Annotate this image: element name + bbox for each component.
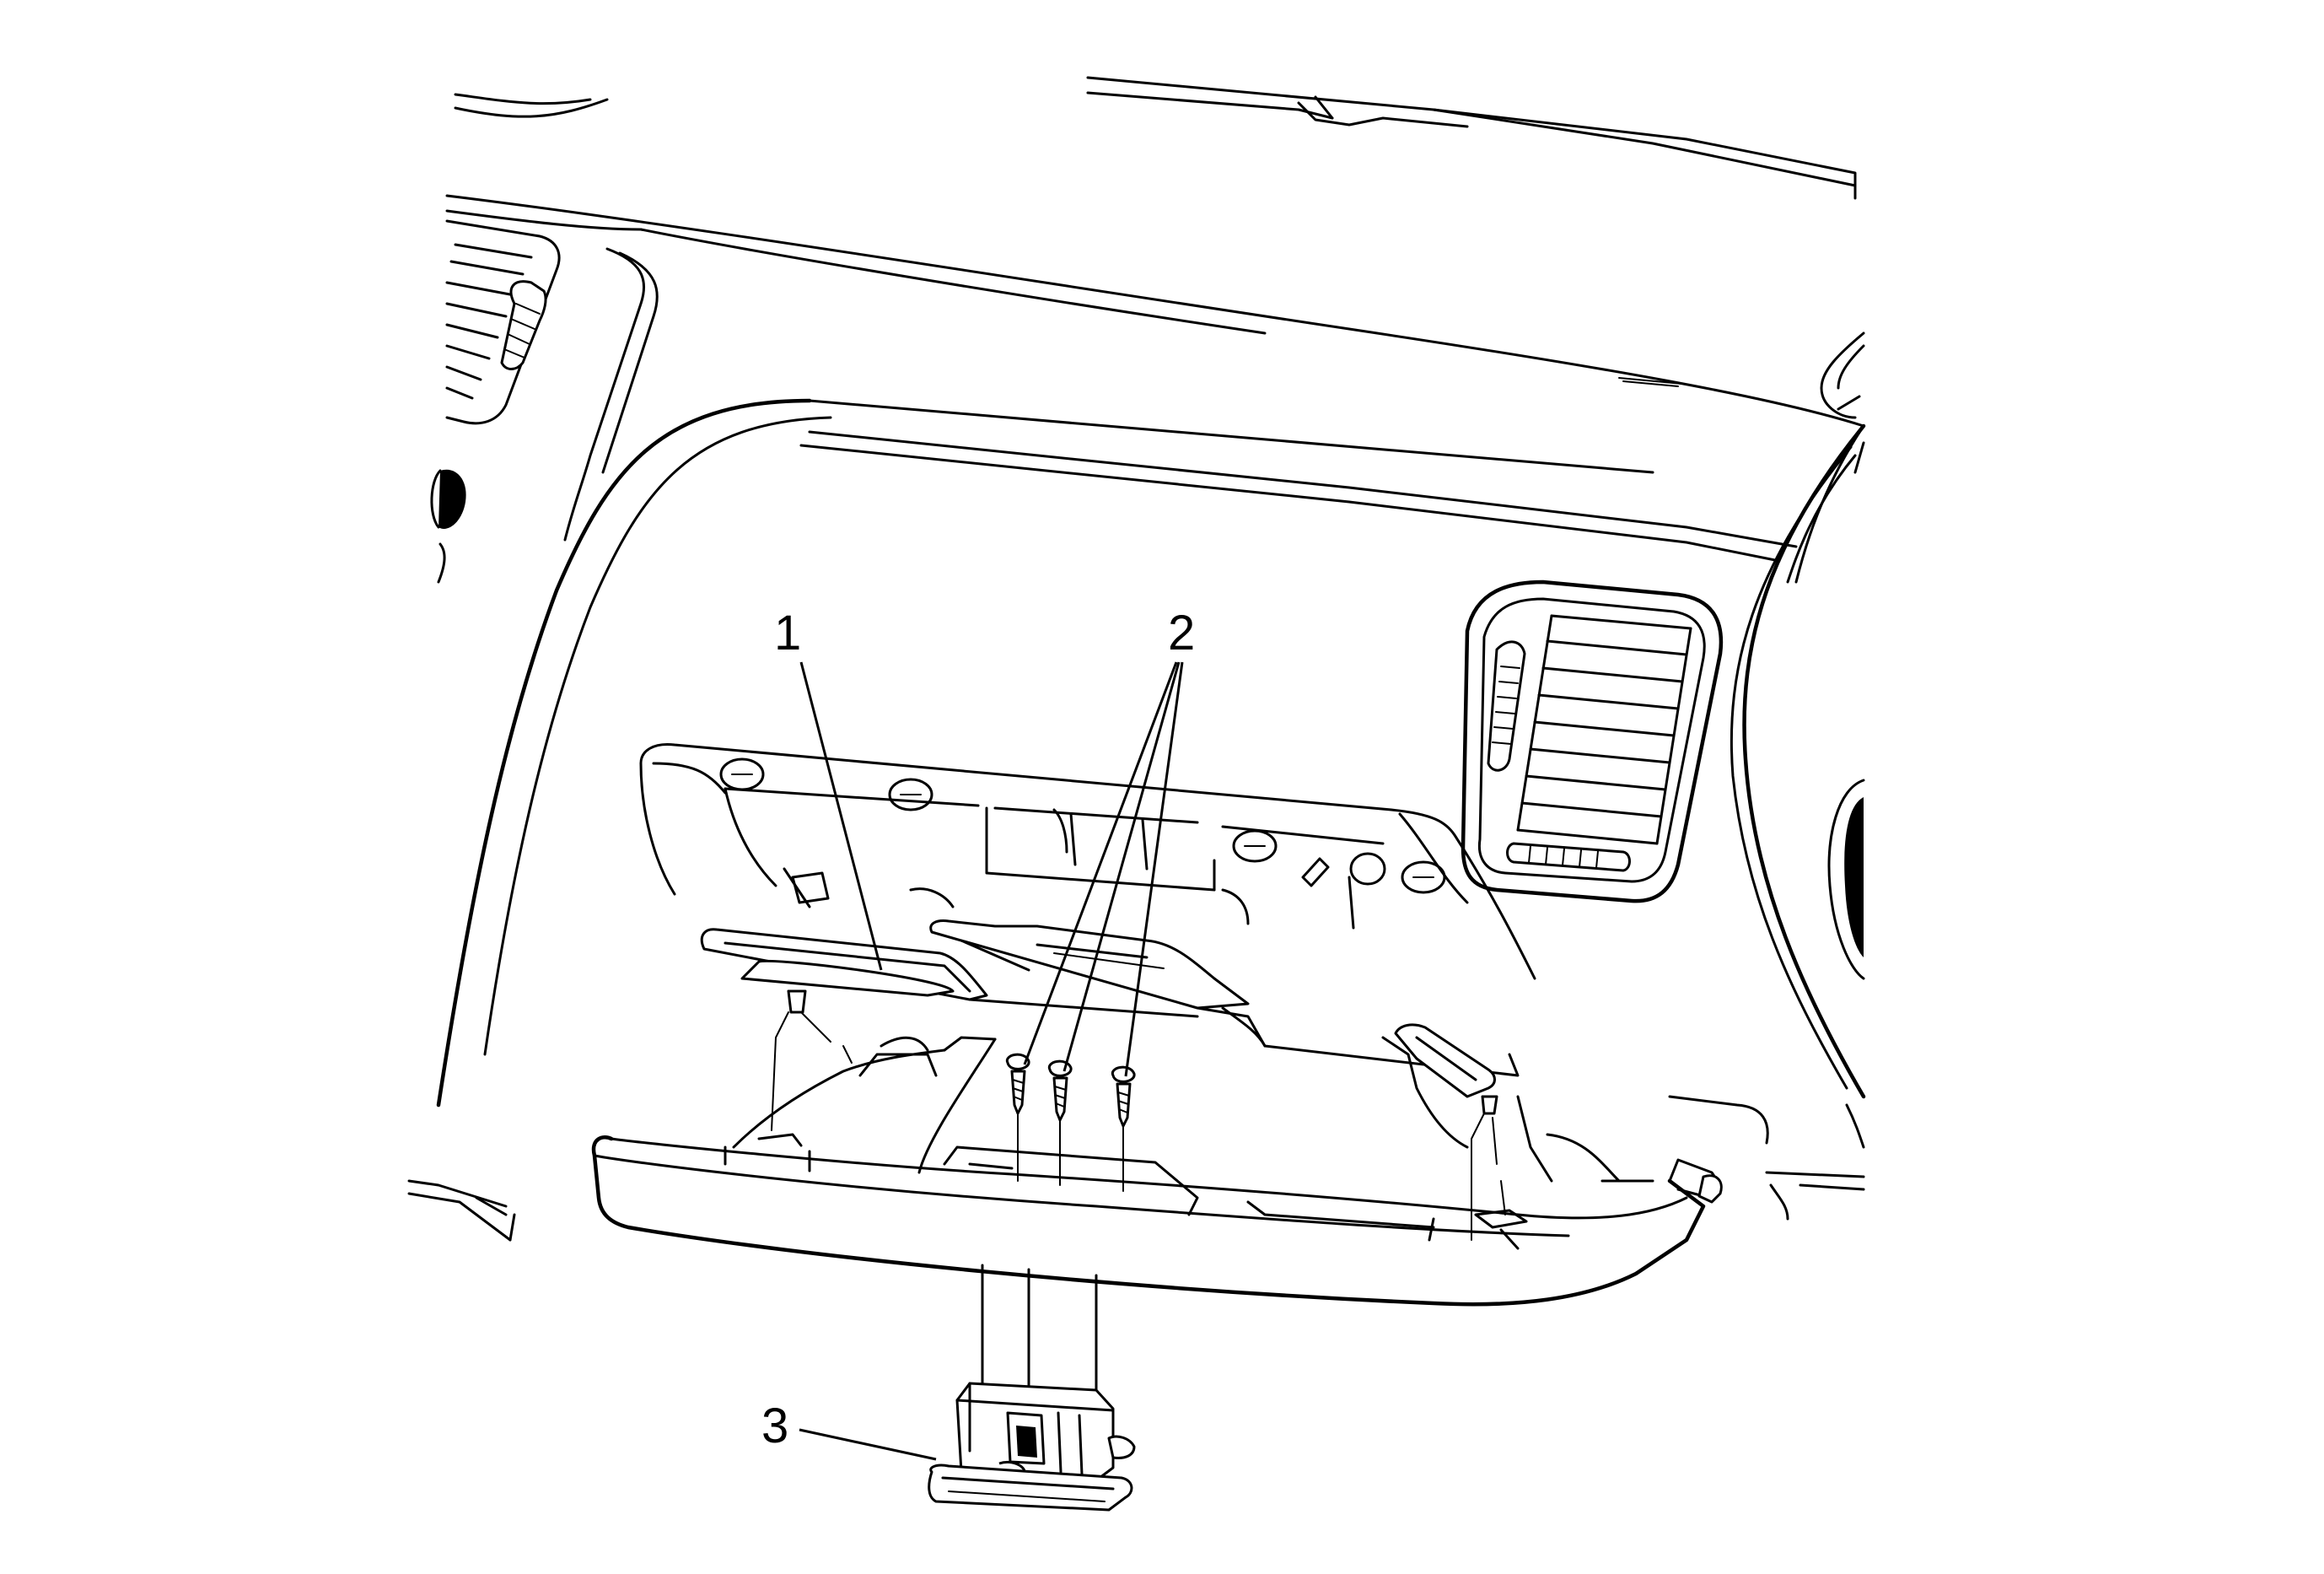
glove-box-interior <box>719 757 1446 930</box>
screw-left <box>1005 1053 1030 1182</box>
glove-box-latch <box>928 1264 1136 1512</box>
leader-line-2b <box>1062 661 1181 1072</box>
screw-right <box>1111 1065 1136 1192</box>
leader-line-2a <box>1023 661 1178 1065</box>
right-speaker-grille <box>1827 779 1865 980</box>
glove-box-door <box>700 919 1520 1241</box>
callout-1: 1 <box>774 606 883 971</box>
screws <box>1005 1053 1136 1192</box>
leader-line-3 <box>799 1428 937 1461</box>
callout-3: 3 <box>761 1399 937 1461</box>
screw-middle <box>1047 1059 1073 1186</box>
right-air-vent <box>1461 579 1724 903</box>
callout-label-2: 2 <box>1168 606 1195 660</box>
instrument-panel <box>407 398 1866 1242</box>
upper-dash-panel <box>445 76 1865 584</box>
left-air-vent <box>445 219 659 542</box>
glove-box-bin <box>591 1036 1723 1307</box>
left-knob-detail <box>430 469 466 584</box>
callout-label-3: 3 <box>761 1399 788 1453</box>
leader-line-2c <box>1124 661 1184 1077</box>
leader-line-1 <box>799 661 883 971</box>
callout-label-1: 1 <box>774 606 801 660</box>
callout-2: 2 <box>1023 606 1195 1077</box>
